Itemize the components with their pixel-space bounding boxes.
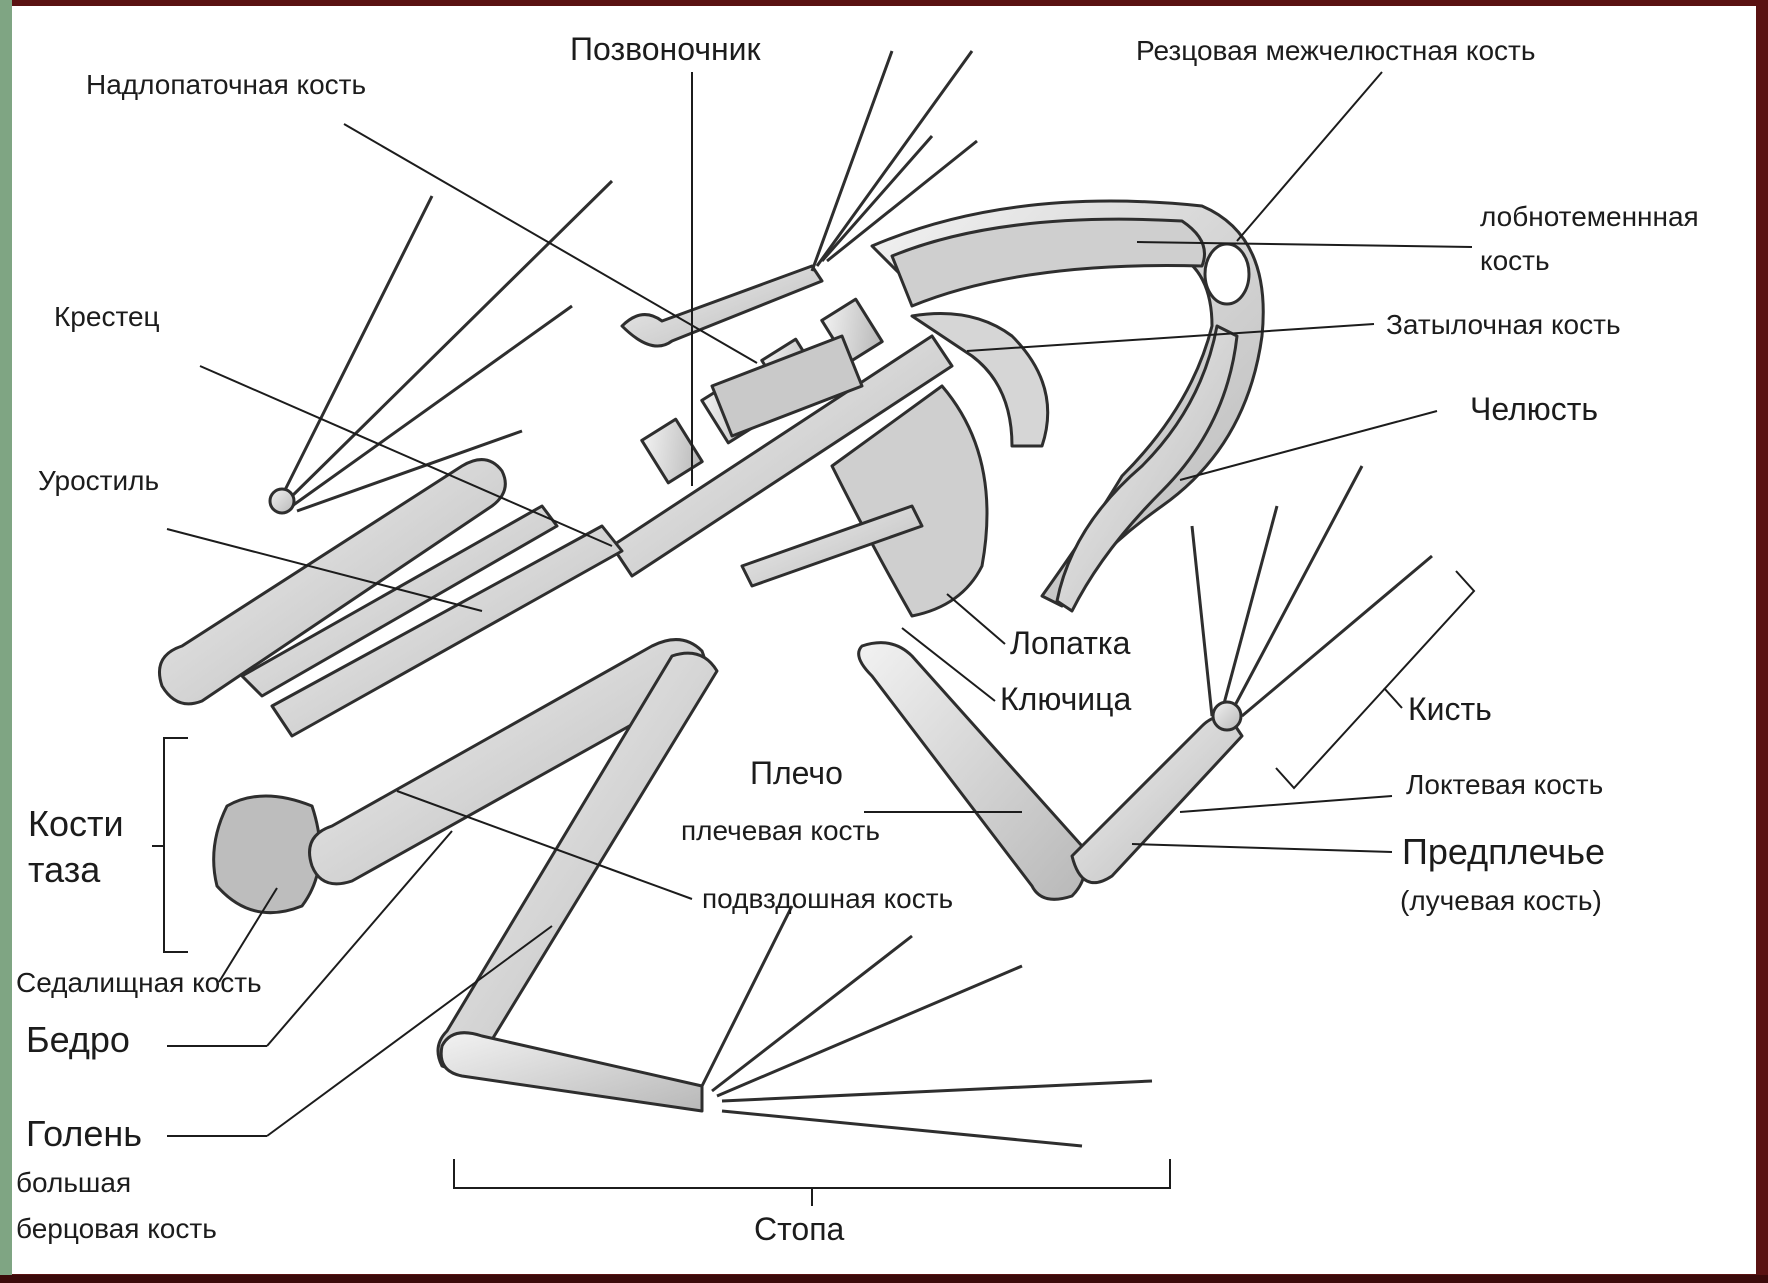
label-frontoparietal-line2: кость <box>1480 246 1550 277</box>
label-premaxilla: Резцовая межчелюстная кость <box>1136 36 1535 67</box>
slide-background-left <box>0 0 12 1283</box>
slide-bottom-strip <box>0 1275 1768 1283</box>
label-scapula: Лопатка <box>1010 626 1130 661</box>
label-ilium: подвздошная кость <box>702 884 953 915</box>
label-tibia-line1: большая <box>16 1168 131 1199</box>
foot-bracket <box>454 1159 1170 1188</box>
label-shin: Голень <box>26 1114 142 1154</box>
hind-foot-digits-left <box>282 181 612 511</box>
label-pelvis-line1: Кости <box>28 804 124 844</box>
foot-digits <box>702 906 1152 1146</box>
label-ulna: Локтевая кость <box>1406 770 1603 801</box>
hand-digits <box>1192 466 1432 716</box>
ischium <box>214 796 320 913</box>
label-suprascapula: Надлопаточная кость <box>86 70 366 101</box>
label-radius: (лучевая кость) <box>1400 886 1602 917</box>
label-pelvis-line2: таза <box>28 850 100 890</box>
label-foot: Стопа <box>754 1212 844 1247</box>
radio-ulna <box>1072 717 1242 883</box>
leader-lines <box>167 72 1472 1136</box>
label-shoulder: Плечо <box>750 756 843 791</box>
label-occipital: Затылочная кость <box>1386 310 1621 341</box>
label-spine: Позвоночник <box>570 32 761 67</box>
label-sacrum: Крестец <box>54 302 160 333</box>
label-clavicle: Ключица <box>1000 682 1131 717</box>
upper-arm-2 <box>622 266 822 346</box>
pelvis-bracket <box>164 738 188 952</box>
label-tibia-line2: берцовая кость <box>16 1214 217 1245</box>
label-frontoparietal-line1: лобнотеменнная <box>1480 202 1699 233</box>
tarsus <box>441 1033 702 1111</box>
skull-opening <box>1205 244 1249 304</box>
label-hand: Кисть <box>1408 692 1492 727</box>
label-ischium: Седалищная кость <box>16 968 262 999</box>
jaw-arch <box>1057 326 1237 611</box>
label-jaw: Челюсть <box>1470 392 1598 427</box>
frog-skeleton-illustration <box>12 6 1756 1274</box>
label-femur: Бедро <box>26 1020 130 1060</box>
label-forearm: Предплечье <box>1402 832 1605 872</box>
label-urostyle: Уростиль <box>38 466 159 497</box>
diagram-panel: Позвоночник Надлопаточная кость Резцовая… <box>12 6 1756 1274</box>
label-humerus: плечевая кость <box>681 816 880 847</box>
